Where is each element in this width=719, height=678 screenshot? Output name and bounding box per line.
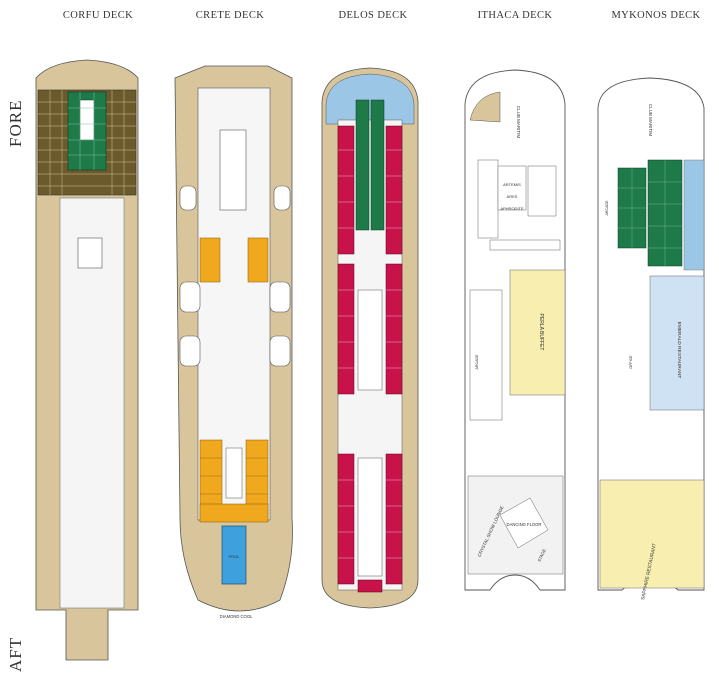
ithaca-rooms (477, 159, 561, 251)
mykonos-emerald-label: EMERALD RESTAURANT (676, 322, 682, 379)
crete-diamond-pool-label: DIAMOND COOL (220, 614, 253, 619)
ithaca-club-maritim-tan (469, 91, 501, 123)
mykonos-emerald-restaurant (649, 275, 705, 411)
ithaca-dancing-floor (499, 497, 549, 549)
delos-central-core (357, 289, 383, 391)
delos-aft-core (357, 457, 383, 577)
ithaca-artemis-label: ARTEMIS (503, 182, 521, 187)
ithaca-arcade (469, 289, 503, 421)
corfu-lift (77, 237, 103, 269)
delos-deck-plan (321, 67, 419, 609)
deck-title-ithaca: ITHACA DECK (477, 10, 553, 21)
deck-title-crete: CRETE DECK (195, 10, 265, 21)
mykonos-arcade-label: ARCADE (605, 200, 609, 216)
crete-deck-plan: POOL DIAMOND COOL (174, 65, 293, 619)
deck-title-delos: DELOS DECK (338, 10, 408, 21)
ithaca-perla-buffet (509, 269, 566, 396)
ithaca-club-maritim-label: CLUB MARITIM (516, 106, 521, 139)
ithaca-aphrodite-label: APHRODITE (500, 206, 524, 211)
crete-aft-corridor (225, 447, 243, 499)
ithaca-deck-plan: CLUB MARITIM ARTEMIS ARES APHRODITE PERL… (464, 69, 566, 591)
corfu-suites-white (79, 99, 95, 141)
delos-cabins-crimson (337, 125, 403, 593)
corfu-deck-plan (35, 59, 139, 661)
ithaca-dancing-floor-label: DANCING FLOOR (507, 522, 542, 527)
crete-cabins-fore (199, 237, 269, 283)
crete-lifeboats (179, 185, 291, 367)
crete-funnel-area (219, 129, 247, 211)
ithaca-ares-label: ARES (507, 194, 518, 199)
mykonos-deck-plan: CLUB MARITIM EMERALD RESTAURANT ARCADE O… (597, 77, 705, 601)
crete-pool-label: POOL (228, 554, 240, 559)
crete-pool (221, 525, 247, 585)
mykonos-club-maritim-label: CLUB MARITIM (648, 104, 653, 137)
ithaca-perla-buffet-label: PERLA BUFFET (538, 314, 544, 351)
delos-cabins-green (355, 99, 385, 231)
mykonos-blue-fore (683, 159, 705, 271)
mykonos-office-label: OFFICE (629, 355, 633, 369)
deck-title-corfu: CORFU DECK (62, 10, 134, 21)
mykonos-sapphire-restaurant (599, 479, 705, 589)
ithaca-arcade-label: ARCADE (475, 354, 479, 370)
crete-cabins-aft (199, 439, 269, 523)
deck-title-mykonos: MYKONOS DECK (611, 10, 701, 21)
ithaca-stage-label: STAGE (536, 548, 546, 563)
delos-fore-blue (325, 73, 415, 125)
